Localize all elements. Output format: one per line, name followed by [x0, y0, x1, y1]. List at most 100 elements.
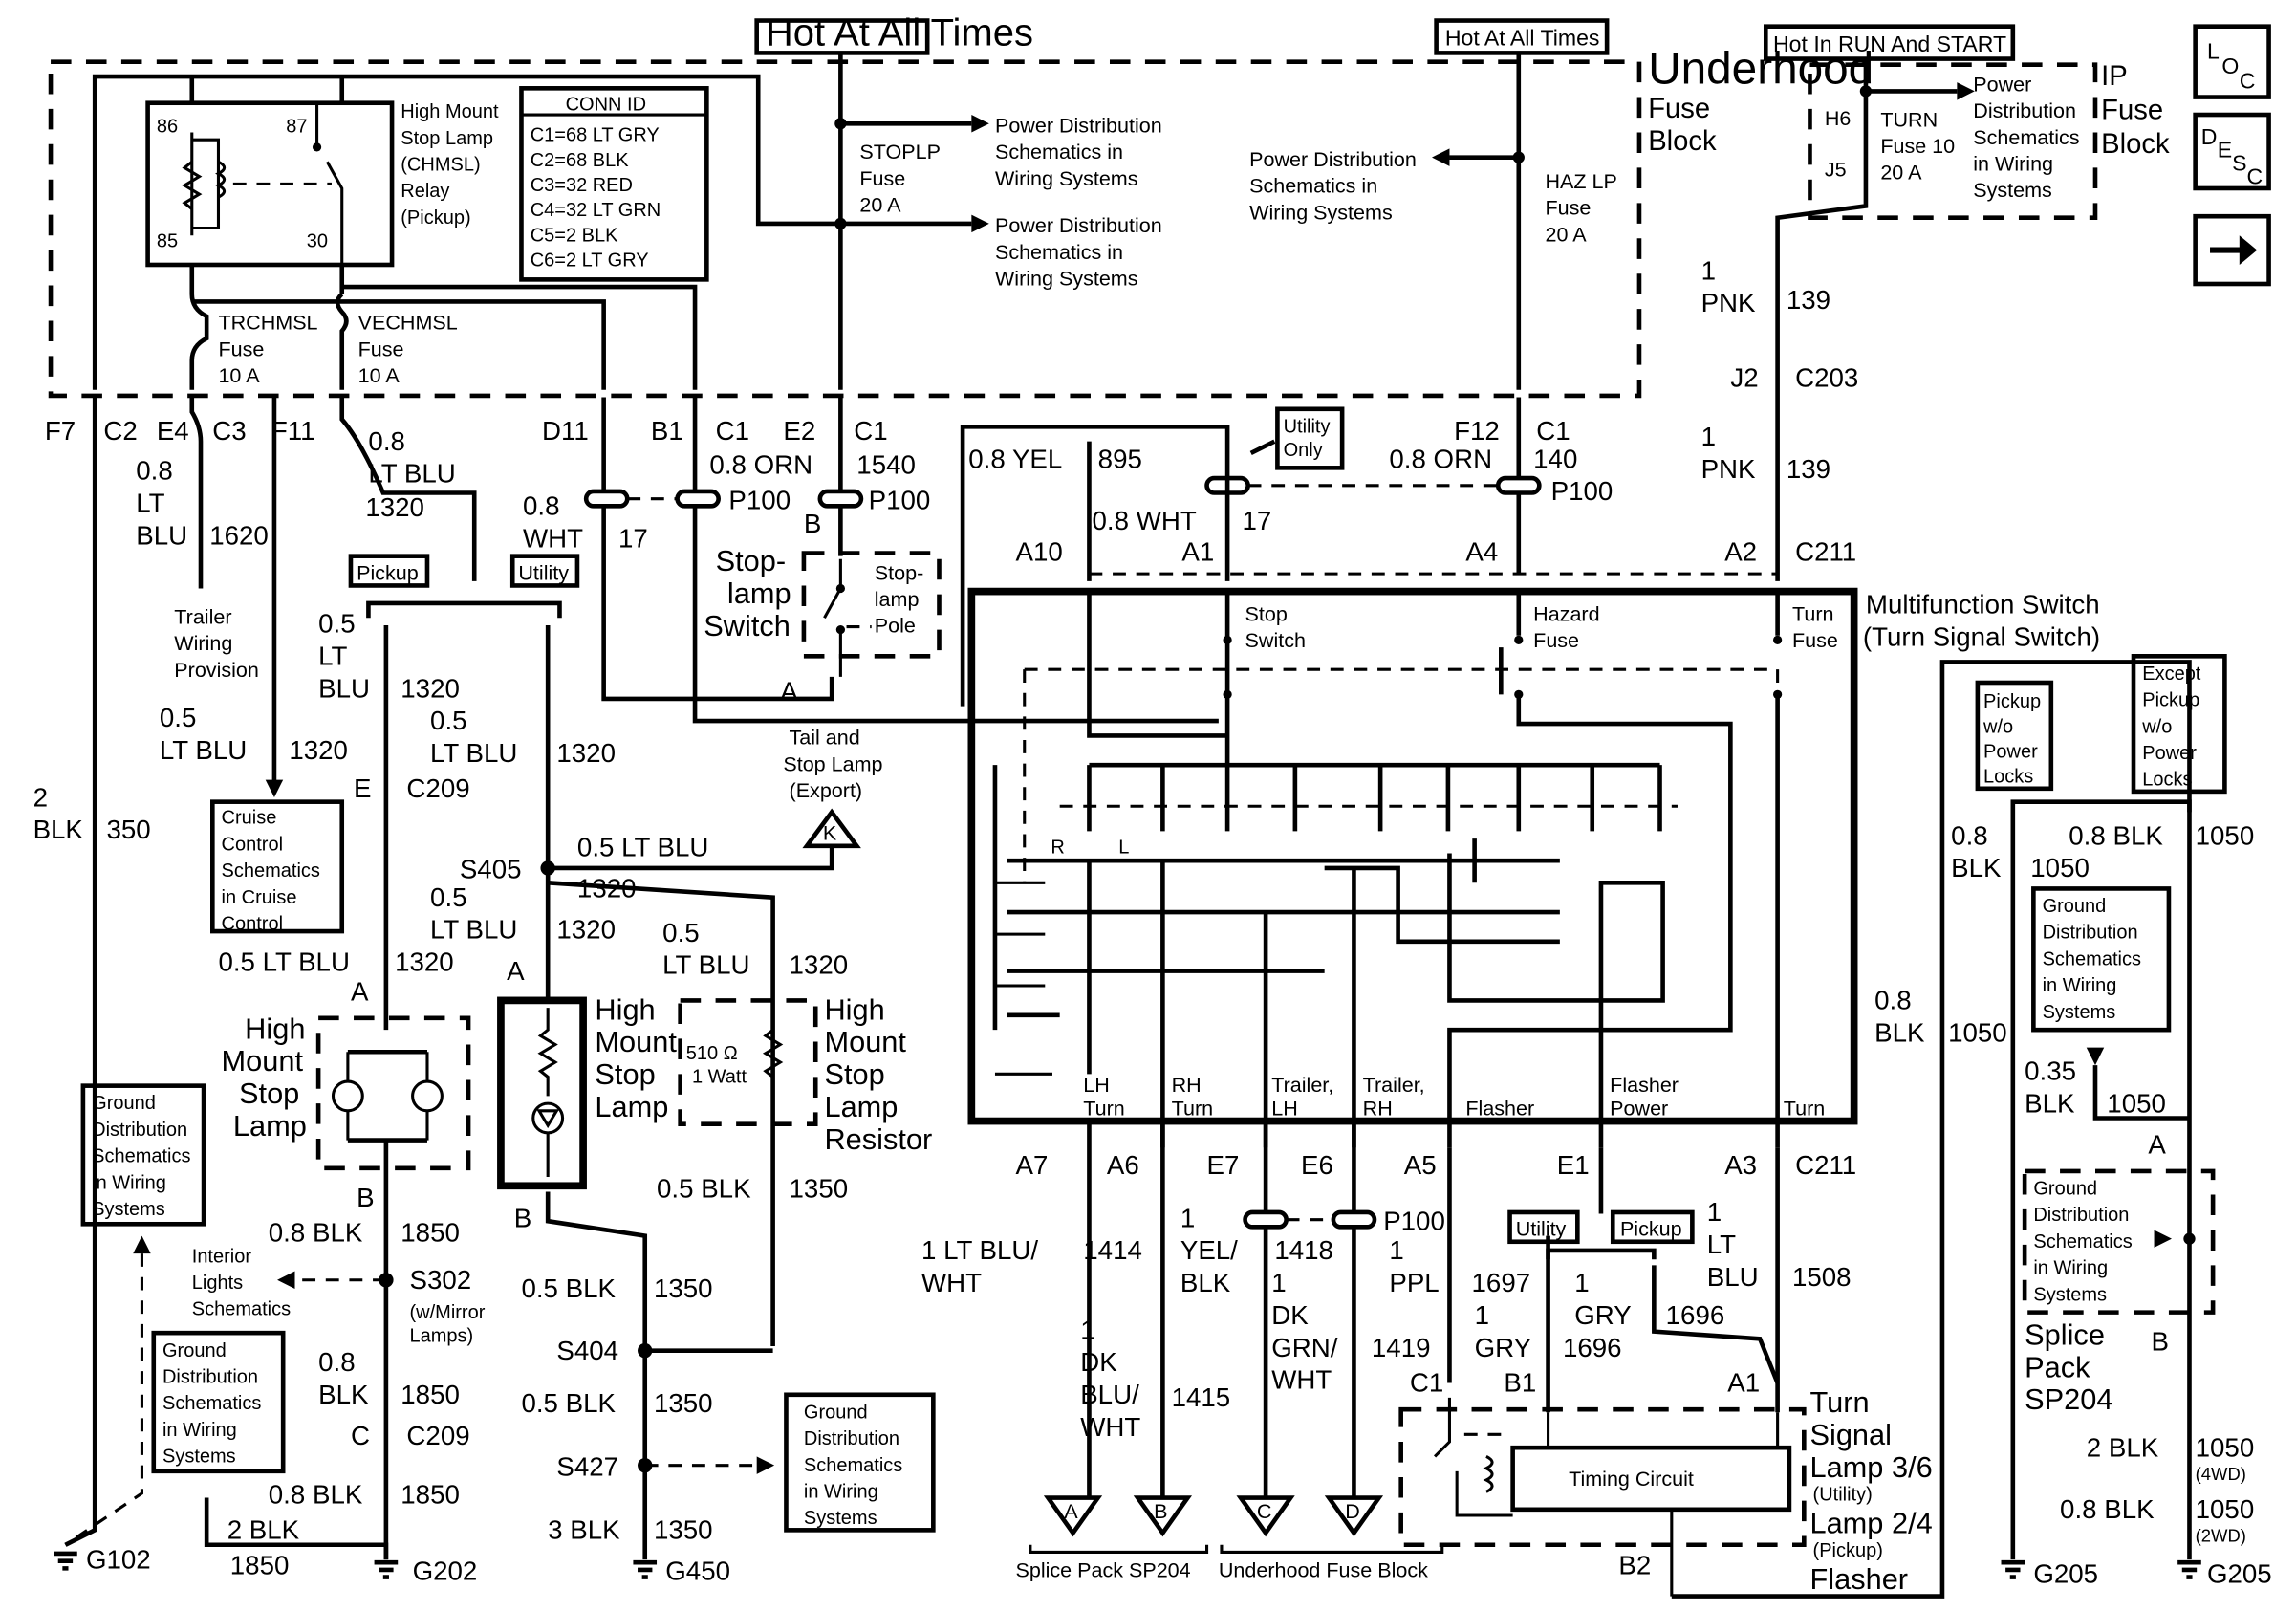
loc-icon[interactable] — [2193, 24, 2271, 99]
pickup-box-bottom — [1610, 1209, 1695, 1245]
wire-label: 139 — [1787, 454, 1830, 484]
conn-b1: B1 — [651, 416, 683, 446]
hm-stop2-4: Lamp — [595, 1090, 668, 1123]
splice-pack-1: Splice — [2025, 1317, 2105, 1351]
ground-g205-b: G205 — [2207, 1559, 2272, 1589]
utility-bottom: Utility — [1516, 1218, 1567, 1241]
wire-label: LT BLU — [430, 738, 517, 768]
gd-r-5: Systems — [2043, 1002, 2116, 1023]
interior-3: Schematics — [192, 1299, 291, 1320]
gd3-1: Ground — [804, 1402, 868, 1423]
stoplamp-pole-3: Pole — [875, 615, 916, 638]
resistor-val-2: 1 Watt — [692, 1067, 747, 1088]
tail-stop-2: Stop Lamp — [783, 752, 882, 775]
splice-d: D — [1345, 1500, 1360, 1523]
relay-coil — [215, 160, 227, 199]
except-pickup-1: Except — [2142, 664, 2201, 685]
fuse-h6: H6 — [1825, 107, 1852, 130]
fuse-hazlp-1: HAZ LP — [1545, 170, 1616, 193]
svg-text:E: E — [2218, 138, 2232, 163]
wire-label: 1 — [1701, 255, 1716, 285]
desc-icon[interactable] — [2193, 112, 2271, 191]
conn-a-lamp: A — [351, 976, 369, 1006]
wire-label: 0.8 — [136, 456, 172, 486]
flasher-label-4: Lamp 2/4 — [1809, 1506, 1932, 1539]
pickup-wo-4: Locks — [1983, 767, 2033, 788]
ground-g205-a: G205 — [2033, 1559, 2098, 1589]
gd2-r-2: Distribution — [2033, 1205, 2129, 1226]
wire-label: 17 — [1242, 506, 1271, 535]
hm-stop2-1: High — [595, 992, 655, 1026]
wire-label: 0.8 — [368, 426, 405, 456]
conn-e1: E1 — [1557, 1150, 1590, 1180]
conn-c1-bottom: C1 — [1410, 1368, 1443, 1398]
chmsl-relay-box — [145, 100, 395, 268]
relay-coil-resistor — [182, 161, 203, 210]
hm-stop-lamp-utility — [497, 996, 587, 1190]
splice-a: A — [1064, 1500, 1078, 1523]
power-dist-a-2: Schematics in — [995, 141, 1123, 163]
gd2-5: Systems — [162, 1447, 236, 1468]
wire-turn-fuse — [1775, 58, 1869, 398]
wire-label: 1 — [1701, 422, 1716, 451]
wire-label: BLU — [1707, 1262, 1759, 1292]
wire-label: 0.5 LT BLU — [218, 947, 349, 977]
wire-label: 3 BLK — [548, 1515, 620, 1545]
mfs-title-2: (Turn Signal Switch) — [1863, 622, 2100, 652]
gd2-r-3: Schematics — [2033, 1231, 2132, 1252]
conn-a4: A4 — [1465, 536, 1498, 566]
wire-label: GRY — [1574, 1300, 1631, 1330]
gd-r-3: Schematics — [2043, 948, 2141, 969]
gd2-r-5: Systems — [2033, 1284, 2107, 1305]
ground-icon — [2177, 1559, 2201, 1579]
cruise-5: Control — [222, 914, 283, 935]
gd1-4: in Wiring — [92, 1172, 166, 1193]
hm-stop2-3: Stop — [595, 1057, 655, 1091]
tail-stop-1: Tail and — [790, 727, 860, 750]
wire-label: 1350 — [654, 1515, 713, 1545]
hm-resistor-boundary — [678, 998, 818, 1126]
p100-marker — [1243, 1209, 1289, 1230]
underhood-fuse-block-boundary — [48, 59, 1642, 399]
splice-s302: S302 — [410, 1265, 472, 1295]
cruise-control-box — [210, 799, 345, 934]
gd1-1: Ground — [92, 1093, 156, 1114]
ground-icon — [374, 1559, 399, 1579]
splice-pack-label: Splice Pack SP204 — [1016, 1559, 1191, 1582]
relay-label-5: (Pickup) — [401, 207, 470, 229]
mfs-hazard-1: Hazard — [1533, 602, 1599, 625]
conn-p100-bottom: P100 — [1383, 1206, 1445, 1235]
conn-id-row: C6=2 LT GRY — [531, 250, 649, 272]
svg-text:S: S — [2232, 151, 2246, 176]
stoplamp-switch-2: lamp — [727, 577, 791, 610]
hot-in-run-box — [1763, 24, 2016, 61]
conn-b-right: B — [2151, 1327, 2168, 1357]
mfs-out: RH — [1172, 1074, 1202, 1097]
splice-d-triangle — [1324, 1495, 1384, 1537]
wire-label: 1350 — [654, 1274, 713, 1303]
pickup-wo-2: w/o — [1982, 716, 2013, 737]
ground-dist-box-3 — [784, 1392, 936, 1533]
fuse-hazlp-3: 20 A — [1545, 223, 1587, 246]
wire-label: BLU — [318, 673, 370, 703]
conn-a6: A6 — [1107, 1150, 1139, 1180]
ground-dist-box-2 — [151, 1330, 286, 1474]
gd2-2: Distribution — [162, 1366, 258, 1387]
wire-label: GRY — [1475, 1333, 1532, 1362]
power-dist-d-4: in Wiring — [1973, 153, 2053, 176]
relay-label-1: High Mount — [401, 101, 499, 122]
utility-only-1: Utility — [1284, 416, 1331, 437]
wire-label: 1 — [1271, 1268, 1286, 1297]
wire-label: 1320 — [289, 735, 348, 765]
wire-label: BLK — [1951, 853, 2002, 882]
splice-c-triangle — [1236, 1495, 1295, 1537]
wire-label: 1 — [1475, 1300, 1489, 1330]
ground-icon — [633, 1559, 658, 1579]
wire-label: DK — [1080, 1347, 1117, 1377]
wire-label: 0.5 — [430, 882, 467, 912]
mirror-2: Lamps) — [410, 1325, 474, 1346]
resistor-icon — [762, 1003, 784, 1119]
flasher-label-5: Flasher — [1809, 1562, 1908, 1596]
wire-label: GRN/ — [1271, 1333, 1338, 1362]
splice-pack-sp204 — [2022, 1168, 2216, 1315]
